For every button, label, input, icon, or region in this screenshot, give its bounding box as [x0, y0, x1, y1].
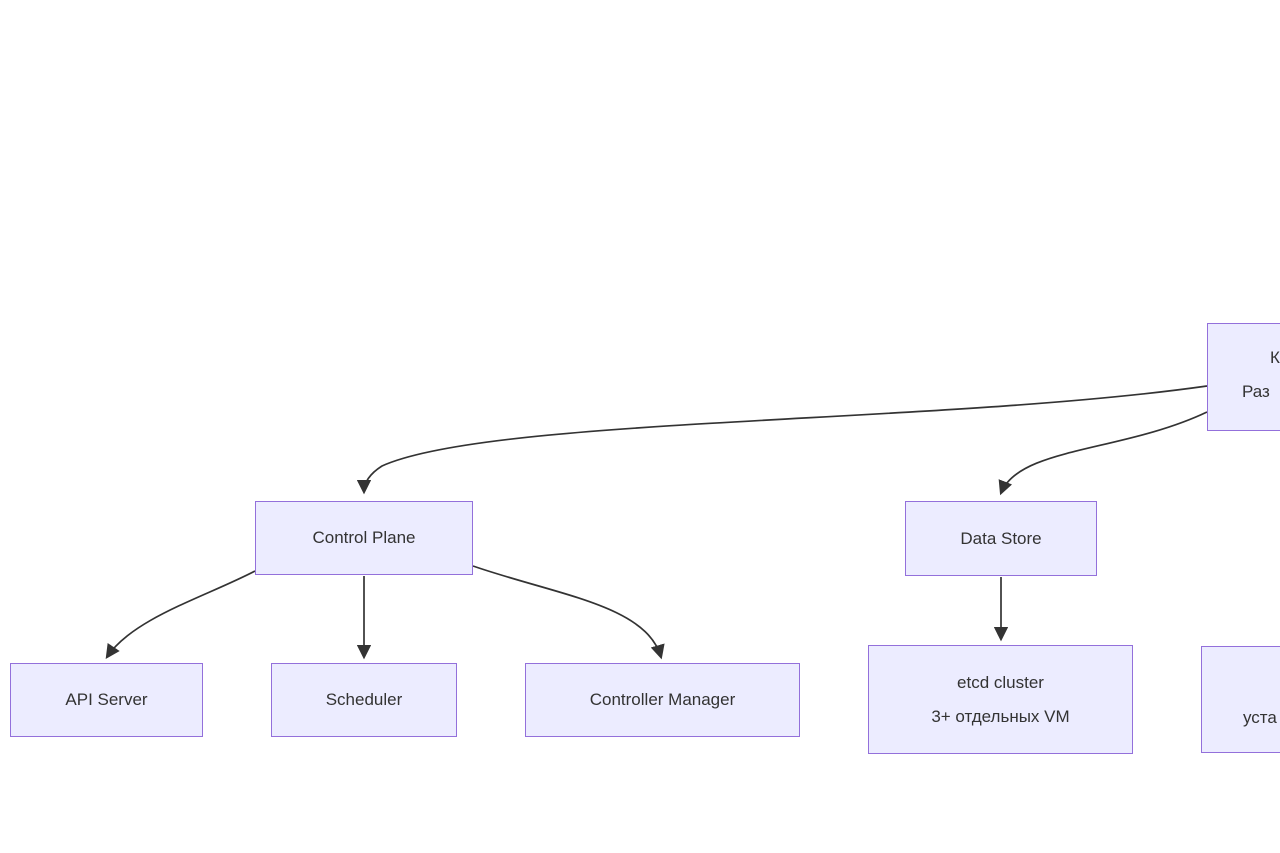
node-install: уста: [1201, 646, 1280, 753]
edge-control-plane-to-controller-manager: [472, 565, 665, 660]
node-control-plane: Control Plane: [255, 501, 473, 575]
node-scheduler-label: Scheduler: [325, 690, 403, 709]
node-data-store: Data Store: [905, 501, 1097, 576]
node-etcd-cluster-line2: 3+ отдельных VM: [931, 706, 1070, 726]
edge-root-to-data-store: [998, 411, 1208, 496]
node-api-server: API Server: [10, 663, 203, 737]
node-kubernetes-root-line1: К: [1270, 348, 1280, 367]
node-etcd-cluster-line1: etcd cluster: [957, 672, 1044, 692]
node-kubernetes-root-line2: Раз: [1242, 382, 1270, 401]
node-data-store-label: Data Store: [960, 528, 1042, 548]
node-api-server-label: API Server: [65, 690, 148, 709]
edge-control-plane-to-api-server: [105, 570, 256, 660]
node-kubernetes-root: К Раз: [1207, 323, 1280, 431]
node-etcd-cluster: etcd cluster 3+ отдельных VM: [868, 645, 1133, 754]
node-scheduler: Scheduler: [271, 663, 457, 737]
node-controller-manager-label: Controller Manager: [589, 690, 736, 709]
edge-root-to-control-plane: [356, 385, 1208, 495]
node-install-line2: уста: [1243, 708, 1277, 727]
node-control-plane-label: Control Plane: [312, 528, 416, 547]
node-controller-manager: Controller Manager: [525, 663, 800, 737]
